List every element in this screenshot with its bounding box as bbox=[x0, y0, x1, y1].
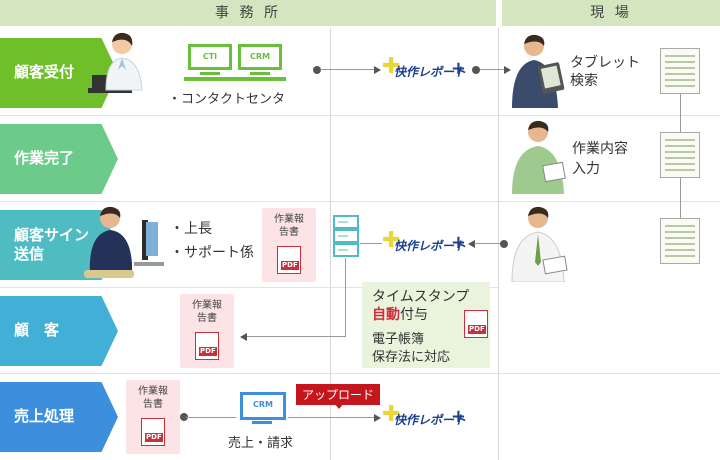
report-sheet-icon bbox=[660, 132, 700, 178]
server-icon bbox=[333, 215, 359, 257]
row-separator bbox=[0, 115, 720, 116]
contact-center-label: ・コンタクトセンタ bbox=[168, 92, 286, 107]
step-label: 顧客サイン送信 bbox=[14, 225, 90, 264]
step-label: 作業完了 bbox=[14, 149, 75, 168]
writing-worker-icon bbox=[512, 120, 566, 194]
connector-line bbox=[345, 258, 346, 336]
field-divider bbox=[498, 28, 499, 460]
office-divider bbox=[330, 28, 331, 460]
report-sheet-icon bbox=[660, 218, 700, 264]
report-sheet-icon bbox=[660, 48, 700, 94]
connector-line bbox=[480, 69, 506, 70]
connector-line bbox=[246, 336, 346, 337]
field-header: 現 場 bbox=[502, 0, 720, 26]
connector-line bbox=[320, 69, 378, 70]
arrow-right-icon bbox=[374, 414, 381, 422]
tablet-search-label-2: 検索 bbox=[570, 73, 598, 89]
timestamp-auto-line: 自動付与 bbox=[372, 304, 428, 324]
arrow-right-icon bbox=[504, 66, 511, 74]
monitor-stand bbox=[200, 72, 220, 75]
arrow-left-icon bbox=[468, 240, 475, 248]
clipboard-worker-icon bbox=[511, 206, 568, 282]
monitor-stand bbox=[250, 72, 270, 75]
law-line-1: 電子帳簿 bbox=[372, 332, 425, 347]
connector-dot bbox=[313, 66, 321, 74]
work-report-label: 作業報告書 bbox=[274, 214, 304, 238]
arrow-right-icon bbox=[374, 66, 381, 74]
sales-billing-label: 売上・請求 bbox=[228, 436, 294, 451]
connector-line bbox=[360, 243, 382, 244]
row-separator bbox=[0, 287, 498, 288]
work-report-pdf-box: 作業報告書 PDF bbox=[180, 294, 234, 368]
connector-line bbox=[474, 243, 500, 244]
timestamp-title: タイムスタンプ bbox=[372, 289, 470, 305]
step-label: 売上処理 bbox=[14, 407, 75, 426]
connector-dot bbox=[500, 240, 508, 248]
timestamp-auto: 自動 bbox=[372, 307, 400, 323]
kaisaku-report-logo: ✚ 快作レポート + bbox=[382, 228, 467, 254]
operator-person-icon bbox=[88, 32, 143, 93]
pdf-icon: PDF bbox=[277, 246, 301, 274]
step-work-complete: 作業完了 bbox=[0, 124, 118, 194]
upload-tag-pointer bbox=[334, 403, 344, 409]
keyboard bbox=[184, 77, 286, 81]
tablet-search-label-1: タブレット bbox=[570, 55, 640, 71]
pdf-icon: PDF bbox=[464, 310, 488, 338]
timestamp-rest: 付与 bbox=[400, 307, 428, 323]
step-sales-processing: 売上処理 bbox=[0, 382, 118, 452]
kaisaku-report-logo: ✚ 快作レポート + bbox=[382, 54, 467, 80]
sheet-link-line bbox=[680, 94, 681, 132]
work-report-pdf-box: 作業報告書 PDF bbox=[262, 208, 316, 282]
connector-dot bbox=[180, 413, 188, 421]
work-input-label-1: 作業内容 bbox=[572, 141, 628, 157]
work-report-label: 作業報告書 bbox=[138, 386, 168, 410]
monitor-stand bbox=[252, 421, 272, 424]
sheet-link-line bbox=[680, 178, 681, 218]
cti-monitor-icon: CTI bbox=[188, 44, 232, 70]
office-worker-icon bbox=[84, 206, 164, 278]
work-input-label-2: 入力 bbox=[572, 161, 600, 177]
work-report-label: 作業報告書 bbox=[192, 300, 222, 324]
work-report-pdf-box: 作業報告書 PDF bbox=[126, 380, 180, 454]
support-label: ・サポート係 bbox=[170, 245, 254, 261]
connector-line bbox=[288, 417, 376, 418]
kaisaku-report-logo: ✚ 快作レポート + bbox=[382, 402, 467, 428]
step-customer: 顧 客 bbox=[0, 296, 118, 366]
step-label: 顧 客 bbox=[14, 321, 60, 340]
row-separator bbox=[0, 373, 720, 374]
upload-tag: アップロード bbox=[296, 384, 381, 405]
tablet-worker-icon bbox=[512, 34, 565, 108]
timestamp-box: タイムスタンプ 自動付与 電子帳簿 保存法に対応 PDF bbox=[362, 282, 490, 368]
step-label: 顧客受付 bbox=[14, 63, 75, 82]
step-customer-reception: 顧客受付 bbox=[0, 38, 118, 108]
connector-line bbox=[186, 417, 236, 418]
pdf-icon: PDF bbox=[141, 418, 165, 446]
connector-dot bbox=[472, 66, 480, 74]
pdf-icon: PDF bbox=[195, 332, 219, 360]
crm-monitor-icon: CRM bbox=[238, 44, 282, 70]
office-header: 事 務 所 bbox=[0, 0, 496, 26]
law-line-2: 保存法に対応 bbox=[372, 350, 451, 365]
crm-monitor-icon: CRM bbox=[240, 392, 286, 420]
row-separator bbox=[0, 201, 720, 202]
arrow-left-icon bbox=[240, 333, 247, 341]
boss-label: ・上長 bbox=[170, 221, 212, 237]
